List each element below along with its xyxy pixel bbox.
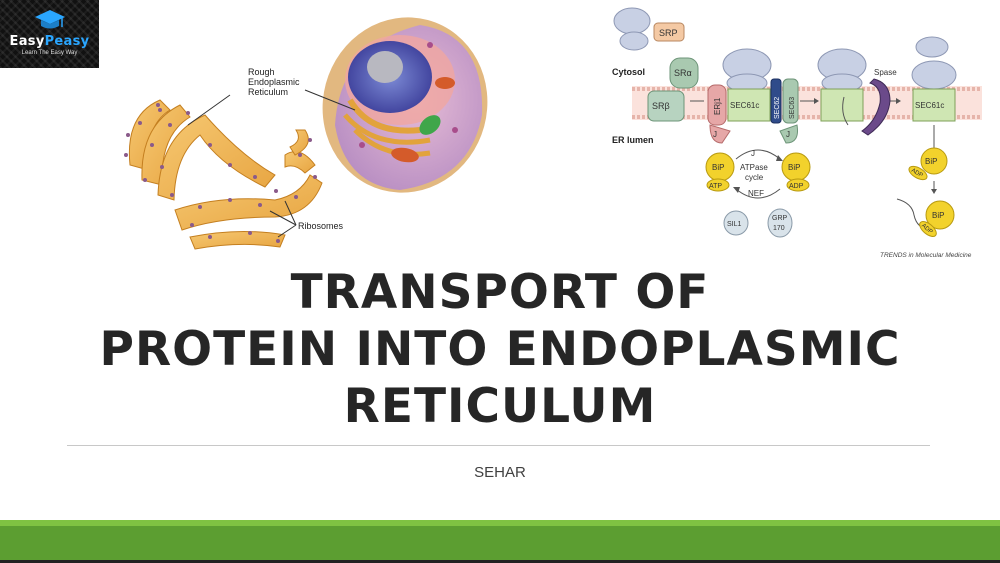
title-line-2: PROTEIN INTO ENDOPLASMIC: [99, 322, 901, 377]
spase-protein: [861, 78, 891, 136]
ribosomes-leader-line-1: [269, 210, 297, 226]
svg-text:ATP: ATP: [709, 183, 722, 190]
svg-text:SEC63: SEC63: [789, 97, 796, 119]
easypeasy-logo: EasyPeasy Learn The Easy Way: [0, 0, 99, 68]
label-spase: Spase: [874, 68, 897, 77]
svg-text:SEC61c: SEC61c: [915, 101, 944, 110]
ribosomes-leader-line-3: [284, 200, 297, 226]
title-divider: [67, 445, 930, 446]
logo-tagline: Learn The Easy Way: [21, 50, 78, 56]
svg-text:J: J: [786, 130, 790, 139]
svg-text:BiP: BiP: [925, 157, 937, 166]
svg-text:BiP: BiP: [932, 211, 944, 220]
svg-text:GRP: GRP: [772, 215, 788, 222]
label-reticulum: Reticulum: [248, 87, 288, 97]
label-cytosol: Cytosol: [612, 67, 645, 77]
svg-text:SEC61c: SEC61c: [730, 101, 759, 110]
svg-text:SRα: SRα: [674, 68, 692, 78]
svg-text:SRP: SRP: [659, 28, 678, 38]
right-translocon: SEC61c BiP ADP: [908, 36, 957, 194]
rer-leader-line: [187, 94, 231, 126]
middle-translocon: [817, 48, 867, 126]
svg-text:ADP: ADP: [789, 183, 804, 190]
label-endoplasmic: Endoplasmic: [248, 77, 300, 87]
label-ribosomes: Ribosomes: [298, 221, 344, 231]
figure-credit: TRENDS in Molecular Medicine: [880, 252, 972, 259]
rer-cell-leader-line: [304, 89, 356, 111]
srp-complex: SRP SRα SRβ: [613, 7, 699, 122]
ribosomes-leader-line-2: [277, 224, 297, 238]
rough-er-cisternae: [128, 99, 323, 250]
protein-translocation-diagram: Cytosol ER lumen SRP SRα SRβ ERj1 SEC61c…: [612, 7, 982, 259]
graduation-cap-icon: [35, 10, 65, 29]
title-line-1: TRANSPORT OF: [290, 265, 710, 320]
svg-text:170: 170: [773, 225, 785, 232]
title-line-3: RETICULUM: [343, 379, 657, 434]
svg-text:BiP: BiP: [712, 163, 724, 172]
logo-wordmark: EasyPeasy: [9, 34, 90, 49]
author-name: SEHAR: [474, 464, 526, 481]
ribosome-dots: [124, 103, 317, 243]
svg-text:SRβ: SRβ: [652, 101, 670, 111]
footer-bar: [0, 526, 1000, 560]
svg-text:cycle: cycle: [745, 173, 764, 182]
bip-released: BiP ADP: [896, 198, 955, 237]
svg-text:SIL1: SIL1: [727, 221, 742, 228]
svg-text:NEF: NEF: [748, 189, 764, 198]
label-rough: Rough: [248, 67, 275, 77]
rough-er-cell-illustration: Rough Endoplasmic Reticulum Ribosomes: [124, 17, 488, 250]
svg-text:SEC62: SEC62: [774, 97, 781, 119]
atpase-cycle: BiP ATP BiP ADP J ATPase cycle NEF SIL1 …: [705, 149, 811, 238]
svg-text:J: J: [751, 149, 755, 158]
svg-text:ERj1: ERj1: [713, 97, 722, 115]
svg-text:J: J: [713, 130, 717, 139]
svg-text:ATPase: ATPase: [740, 163, 768, 172]
svg-text:ADP: ADP: [910, 168, 924, 179]
footer-accent-bar: [0, 520, 1000, 526]
svg-text:BiP: BiP: [788, 163, 800, 172]
label-er-lumen: ER lumen: [612, 135, 654, 145]
sec61-translocon: ERj1 SEC61c SEC62 SEC63 J J: [707, 48, 799, 144]
bottom-edge: [0, 560, 1000, 563]
cell-body: [322, 17, 488, 193]
